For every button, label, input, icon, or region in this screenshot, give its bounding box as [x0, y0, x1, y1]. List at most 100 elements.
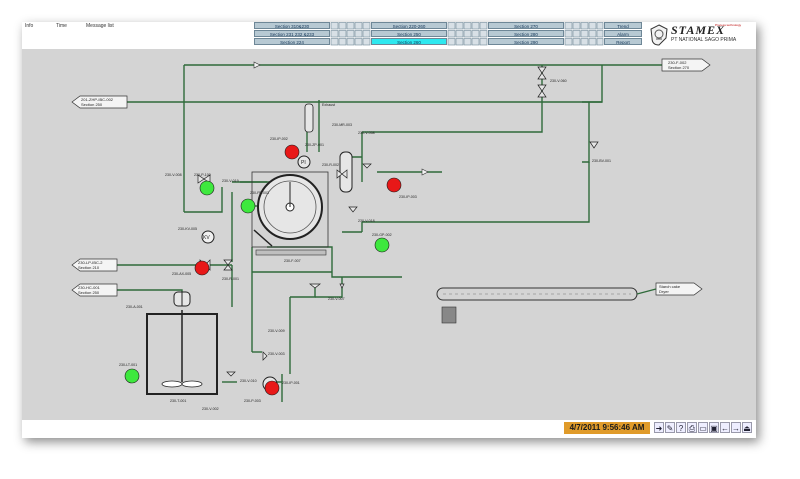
- svg-text:230-P-100: 230-P-100: [194, 173, 211, 177]
- svg-text:230-AX-005: 230-AX-005: [172, 272, 191, 276]
- scada-window: Info Time Message list Section 310&230 S…: [22, 22, 756, 438]
- forward-arrow-icon[interactable]: →: [731, 422, 741, 433]
- offpage-left-top: [71, 95, 128, 109]
- nav-section-250[interactable]: Section 250: [371, 30, 447, 37]
- svg-text:230-A-001: 230-A-001: [126, 305, 143, 309]
- svg-text:230-V-002: 230-V-002: [202, 407, 219, 411]
- svg-text:230-MR-003: 230-MR-003: [332, 123, 352, 127]
- header-col-info: Info: [25, 23, 34, 29]
- indicator-red-ip002: [284, 144, 300, 160]
- pencil-icon[interactable]: ✎: [665, 422, 675, 433]
- back-arrow-icon[interactable]: ←: [720, 422, 730, 433]
- indicator-green-p100: [199, 180, 215, 196]
- nav-section-224[interactable]: Section 224: [254, 38, 330, 45]
- nav-section-260[interactable]: Section 260: [371, 38, 447, 45]
- small-vessel: [304, 103, 353, 193]
- indicators: [124, 144, 402, 396]
- offpage-left-top-sub: Section 250: [81, 102, 103, 107]
- indicator-green-lt001: [124, 368, 140, 384]
- svg-text:230-F-007: 230-F-007: [284, 259, 301, 263]
- conveyor-motor: [441, 306, 457, 324]
- kv-label: KV: [203, 235, 210, 241]
- svg-text:230-V-019: 230-V-019: [222, 179, 239, 183]
- offpage-left-low-label: 230-HC-001: [78, 285, 101, 290]
- svg-text:230-T-001: 230-T-001: [170, 399, 186, 403]
- arrow-right-icon[interactable]: ➜: [654, 422, 664, 433]
- exit-icon[interactable]: ⏏: [742, 422, 752, 433]
- svg-text:230-P-003: 230-P-003: [244, 399, 261, 403]
- offpage-conveyor-sub: Dryer: [659, 289, 669, 294]
- svg-text:230-V-009: 230-V-009: [268, 329, 285, 333]
- nav-cells: [330, 22, 604, 46]
- svg-text:230-V-003: 230-V-003: [268, 352, 285, 356]
- nav-section-270[interactable]: Section 270: [488, 22, 564, 29]
- svg-text:230-V-008: 230-V-008: [165, 173, 182, 177]
- indicator-red-kv: [194, 260, 210, 276]
- svg-text:230-ZP-001: 230-ZP-001: [305, 143, 324, 147]
- svg-text:230-V-010: 230-V-010: [240, 379, 257, 383]
- nav-report[interactable]: Report: [604, 38, 642, 45]
- svg-text:230-V-007: 230-V-007: [328, 297, 345, 301]
- offpage-left-mid-label: 230-LP-IBC-2: [78, 260, 103, 265]
- svg-text:230-IP-002: 230-IP-002: [270, 137, 288, 141]
- process-diagram: 230-F-002 Section 270 201-ZHP-IBC-002 Se…: [71, 58, 711, 411]
- nav-section-310-230[interactable]: Section 310&230: [254, 22, 330, 29]
- offpage-top-right: [661, 58, 711, 72]
- svg-text:230-V-058: 230-V-058: [358, 131, 375, 135]
- belt-conveyor: [436, 287, 657, 324]
- pipe-rt-link: [582, 65, 603, 103]
- offpage-conveyor: [655, 282, 703, 296]
- nav-alarm[interactable]: Alarm: [604, 30, 642, 37]
- mix-tank: [146, 291, 218, 395]
- valve-top-right: [537, 66, 547, 80]
- svg-text:230-V-060: 230-V-060: [550, 79, 567, 83]
- company-logo: STAMEX Process technology PT NATIONAL SA…: [647, 22, 756, 49]
- offpage-left-mid: [71, 258, 118, 272]
- svg-text:230-BV-001: 230-BV-001: [592, 159, 611, 163]
- offpage-conveyor-label: Starch cake: [659, 284, 681, 289]
- printer-icon[interactable]: ⎙: [687, 422, 697, 433]
- header-bar: Info Time Message list Section 310&230 S…: [22, 22, 756, 49]
- datetime-display: 4/7/2011 9:56:46 AM: [564, 422, 650, 434]
- svg-text:230-LT-001: 230-LT-001: [119, 363, 137, 367]
- offpage-connectors: 230-F-002 Section 270 201-ZHP-IBC-002 Se…: [71, 58, 711, 297]
- indicator-green-gp002: [374, 237, 390, 253]
- svg-text:230-R-002: 230-R-002: [322, 163, 339, 167]
- nav-section-290[interactable]: Section 290: [488, 38, 564, 45]
- nav-section-220-260[interactable]: Section 220-260: [371, 22, 447, 29]
- logo-tagline: Process technology: [715, 23, 742, 27]
- pi-gauge: [297, 155, 311, 169]
- offpage-top-right-sub: Section 270: [668, 65, 690, 70]
- crest-icon: [650, 24, 668, 46]
- monitor-icon[interactable]: ▣: [709, 422, 719, 433]
- filter-trough: [255, 249, 327, 256]
- nav-section-280[interactable]: Section 280: [488, 30, 564, 37]
- pi-label: PI: [301, 160, 306, 166]
- svg-text:230-KV-005: 230-KV-005: [178, 227, 197, 231]
- header-col-time: Time: [56, 23, 67, 29]
- window-icon[interactable]: ▭: [698, 422, 708, 433]
- header-col-message: Message list: [86, 23, 114, 29]
- nav-section-231-232-233[interactable]: Section 231 232 &233: [254, 30, 330, 37]
- rotary-drum-filter: [251, 171, 329, 256]
- svg-text:230-GP-002: 230-GP-002: [372, 233, 392, 237]
- logo-title: STAMEX: [671, 23, 726, 37]
- logo-subtitle: PT NATIONAL SAGO PRIMA: [671, 37, 737, 43]
- svg-text:Exhaust: Exhaust: [322, 103, 335, 107]
- svg-text:230-IP-001: 230-IP-001: [282, 381, 300, 385]
- help-icon[interactable]: ?: [676, 422, 686, 433]
- offpage-left-low: [71, 283, 118, 297]
- indicator-green-p101: [240, 198, 256, 214]
- tag-labels: 230-V-060 230-V-008 230-P-100 230-IP-002…: [119, 79, 611, 411]
- svg-text:230-IP-003: 230-IP-003: [399, 195, 417, 199]
- svg-text:230-R-001: 230-R-001: [222, 277, 239, 281]
- pipe-520-down: [362, 65, 543, 133]
- nav-trend[interactable]: Trend: [604, 22, 642, 29]
- kv-valve-icon: [201, 230, 215, 244]
- status-bar: 4/7/2011 9:56:46 AM ➜ ✎ ? ⎙ ▭ ▣ ← → ⏏: [22, 420, 756, 438]
- svg-text:230-V-018: 230-V-018: [358, 219, 375, 223]
- offpage-left-top-label: 201-ZHP-IBC-002: [81, 97, 114, 102]
- svg-text:230-FP-003: 230-FP-003: [250, 191, 269, 195]
- indicator-red-ip003: [386, 177, 402, 193]
- indicator-red-ip001: [264, 380, 280, 396]
